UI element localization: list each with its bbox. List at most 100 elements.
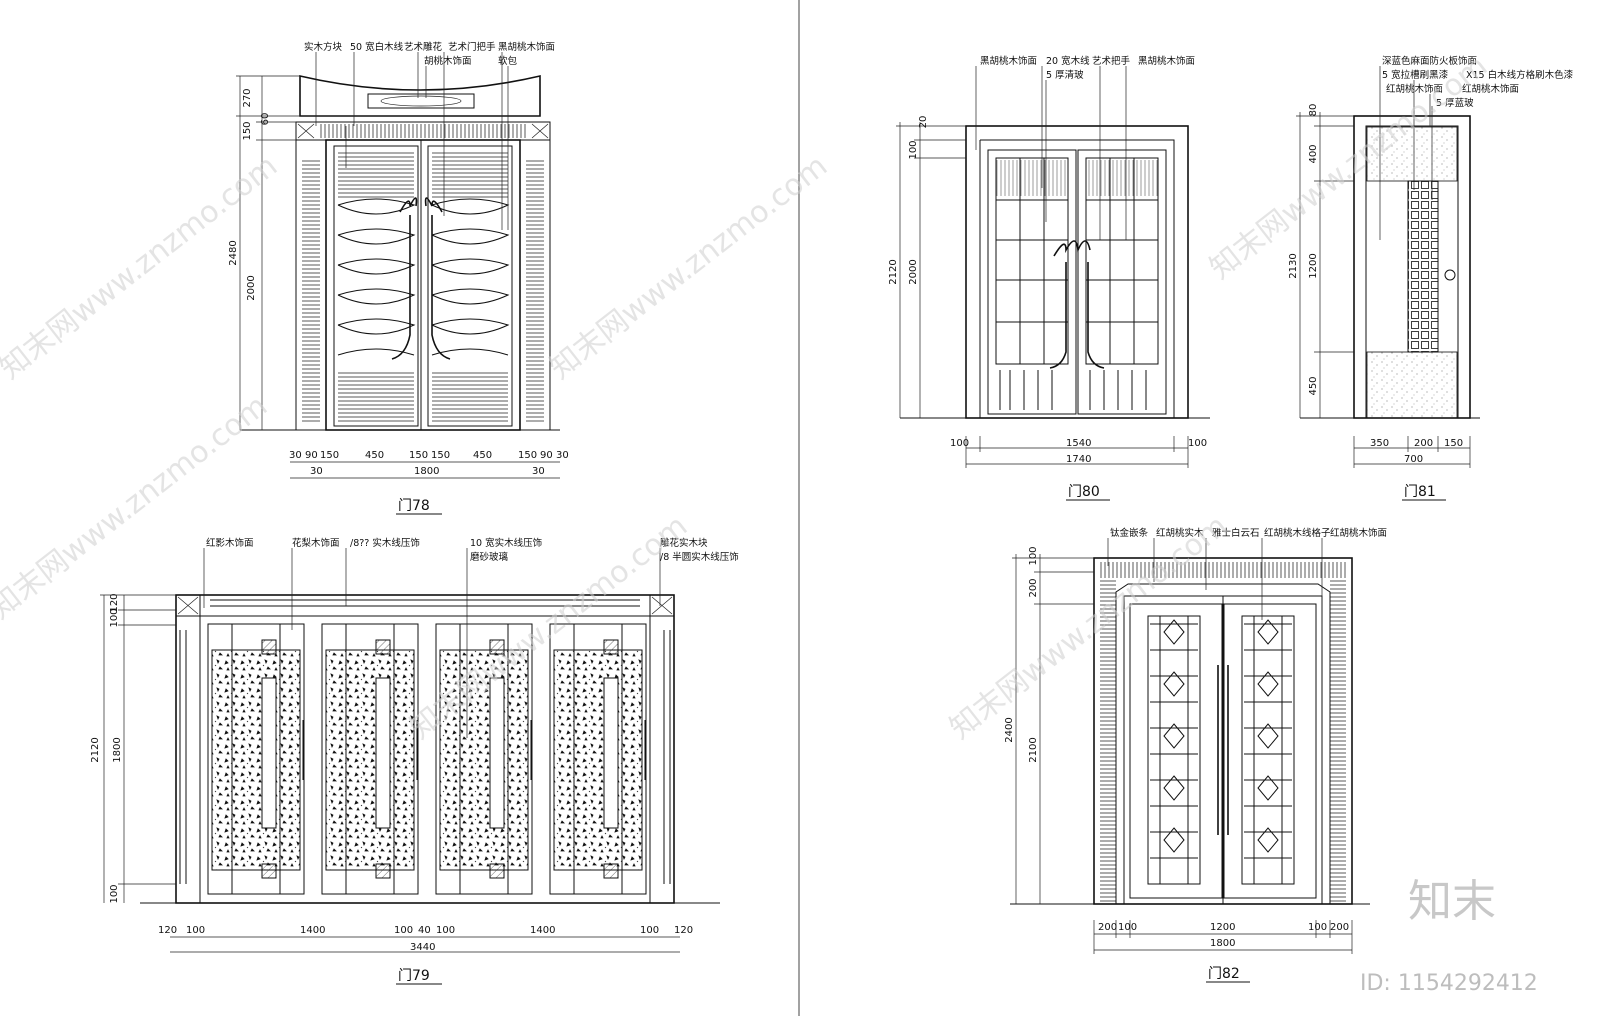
door-81-vdim-5: 450 (1308, 376, 1319, 395)
door-79-note-5: 磨砂玻璃 (470, 551, 508, 563)
door-79-hdim-7: 1400 (530, 925, 555, 936)
door-81-hdims: 350 200 150 700 (1370, 438, 1463, 465)
door-80-total: 1740 (1066, 454, 1091, 465)
door-78-title: 门78 (398, 498, 430, 514)
door-79-elevation (140, 548, 720, 904)
door-80-vdim-3: 2120 (888, 259, 899, 284)
door-82-vdim-lines (1012, 554, 1094, 904)
door-79-hdim-2: 100 (186, 925, 205, 936)
watermark-text-3: 知末网www.znzmo.com (943, 508, 1234, 746)
door-78-vdim-2: 60 (260, 113, 271, 126)
door-80-note-4: 黑胡桃木饰面 (1138, 55, 1195, 67)
door-82-vdim-4: 2100 (1028, 737, 1039, 762)
door-79-note-2: 花梨木饰面 (292, 537, 340, 549)
door-81-total: 700 (1404, 454, 1423, 465)
door-81-vdim-4: 1200 (1308, 253, 1319, 278)
door-82-notes: 钛金嵌条 红胡桃实木 雅士白云石 红胡桃木线格子 红胡桃木饰面 (1110, 527, 1387, 539)
door-78-vdim-4: 2480 (228, 240, 239, 265)
door-79-vdim-4: 1800 (112, 737, 123, 762)
door-81-vdim-1: 80 (1308, 104, 1319, 117)
door-79-hdim-5: 40 (418, 925, 431, 936)
door-78-vdim-5: 2000 (246, 275, 257, 300)
door-82-hdim-5: 200 (1330, 922, 1349, 933)
door-78-hdim-lines (290, 461, 560, 479)
door-78-hdim-10: 30 (556, 450, 569, 461)
door-78-vdim-3: 150 (242, 121, 253, 140)
door-81-title: 门81 (1404, 484, 1436, 500)
door-82-hdim-3: 1200 (1210, 922, 1235, 933)
door-79-total: 3440 (410, 942, 435, 953)
door-81-note-1: 深蓝色麻面防火板饰面 (1382, 55, 1477, 67)
watermark-text-2: 知末网www.znzmo.com (543, 148, 834, 386)
door-78-vdim-lines (236, 75, 300, 430)
door-81-note-5: 红胡桃木饰面 (1462, 83, 1519, 95)
door-81-note-3: X15 白木线方格刷木色漆 (1466, 69, 1574, 81)
door-82-note-1: 钛金嵌条 (1110, 527, 1149, 539)
door-80-note-5: 5 厚清玻 (1046, 69, 1084, 81)
door-80-note-2: 20 宽木线 (1046, 55, 1090, 67)
image-id: ID: 1154292412 (1360, 971, 1538, 996)
door-79-vdim-5: 100 (109, 884, 120, 903)
door-78-hdim-4: 450 (365, 450, 384, 461)
door-78-hdim-6: 150 (431, 450, 450, 461)
watermark-text-4: 知末网www.znzmo.com (0, 388, 274, 626)
door-82-hdim-2: 100 (1118, 922, 1137, 933)
door-80-vdim-1: 20 (918, 116, 929, 129)
door-80-note-1: 黑胡桃木饰面 (980, 55, 1037, 67)
door-81-vdim-lines (1296, 112, 1354, 418)
door-78-notes: 实木方块 50 宽白木线 艺术雕花 艺术门把手 黑胡桃木饰面 胡桃木饰面 软包 (304, 41, 555, 67)
door-82-hdims: 200 100 1200 100 200 1800 (1098, 922, 1349, 949)
door-78-hdim-12: 30 (532, 466, 545, 477)
door-79-note-6: 雕花实木块 (660, 537, 708, 549)
door-78-hdim-8: 150 (518, 450, 537, 461)
door-78-note-5: 黑胡桃木饰面 (498, 41, 555, 53)
door-79-hdim-9: 120 (674, 925, 693, 936)
door-81-note-4: 红胡桃木饰面 (1386, 83, 1443, 95)
door-79-hdim-4: 100 (394, 925, 413, 936)
door-79-hdim-3: 1400 (300, 925, 325, 936)
door-82-note-4: 红胡桃木线格子 (1264, 527, 1331, 539)
door-78-note-2: 50 宽白木线 (350, 41, 404, 53)
door-80-note-3: 艺术把手 (1092, 55, 1131, 67)
door-79-vdim-2: 100 (109, 608, 120, 627)
door-79-vdim-lines (100, 594, 176, 903)
watermark-text-1: 知末网www.znzmo.com (0, 148, 284, 386)
door-79-note-4: 10 宽实木线压饰 (470, 537, 542, 549)
door-78-hdims: 30 90 150 450 150 150 450 150 90 30 30 3… (289, 450, 569, 477)
door-81-note-6: 5 厚蓝玻 (1436, 97, 1474, 109)
door-82-hdim-4: 100 (1308, 922, 1327, 933)
door-81-note-2: 5 宽拉槽刷黑漆 (1382, 69, 1449, 81)
door-80-title: 门80 (1068, 484, 1100, 500)
door-81-vdim-2: 400 (1308, 144, 1319, 163)
door-82-note-3: 雅士白云石 (1212, 527, 1260, 539)
door-79-hdim-1: 120 (158, 925, 177, 936)
door-80-vdim-4: 2000 (908, 259, 919, 284)
door-78-hdim-7: 450 (473, 450, 492, 461)
door-82-note-2: 红胡桃实木 (1156, 527, 1204, 539)
door-81-notes: 深蓝色麻面防火板饰面 5 宽拉槽刷黑漆 X15 白木线方格刷木色漆 红胡桃木饰面… (1382, 55, 1574, 109)
door-81-hdim-3: 150 (1444, 438, 1463, 449)
door-82-title: 门82 (1208, 966, 1240, 982)
door-79-note-3: /8?? 实木线压饰 (350, 537, 420, 549)
door-78-note-6: 胡桃木饰面 (424, 55, 472, 67)
door-79-hdim-lines (170, 936, 680, 953)
door-79-notes: 红影木饰面 花梨木饰面 /8?? 实木线压饰 10 宽实木线压饰 磨砂玻璃 雕花… (206, 537, 739, 563)
door-80-hdims: 100 1540 100 1740 (950, 438, 1207, 465)
door-81-hdim-2: 200 (1414, 438, 1433, 449)
door-81-vdim-3: 2130 (1288, 253, 1299, 278)
door-82-vdim-3: 2400 (1004, 717, 1015, 742)
door-78-hdim-3: 150 (320, 450, 339, 461)
door-81-elevation (1300, 66, 1480, 419)
door-78-vdim-1: 270 (242, 88, 253, 107)
door-78-note-1: 实木方块 (304, 41, 343, 53)
door-80-vdim-lines (896, 122, 966, 418)
door-78-hdim-9: 90 (540, 450, 553, 461)
door-81-hdim-lines (1353, 436, 1471, 468)
door-79-note-1: 红影木饰面 (206, 537, 254, 549)
door-79-hdim-6: 100 (436, 925, 455, 936)
door-79-hdim-8: 100 (640, 925, 659, 936)
door-79-vdim-3: 2120 (90, 737, 101, 762)
door-82-vdim-2: 200 (1028, 578, 1039, 597)
door-81-hdim-1: 350 (1370, 438, 1389, 449)
door-82-hdim-lines (1093, 920, 1353, 954)
